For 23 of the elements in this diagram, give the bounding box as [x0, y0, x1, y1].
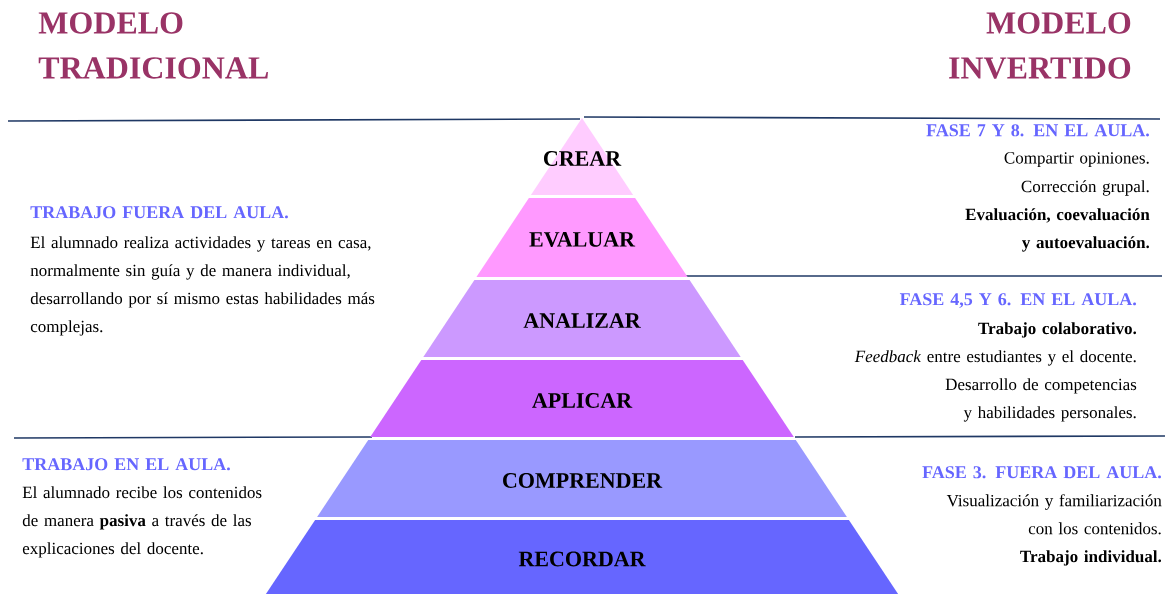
body-text: Feedback entre estudiantes y el docente.	[854, 350, 1136, 366]
body-text: Visualización y familiarización con los contenidos.	[946, 494, 1162, 535]
section-heading: TRABAJO FUERA DEL AULA.	[30, 206, 288, 219]
title-text: MODELO INVERTIDO	[949, 12, 1131, 79]
section-heading: TRABAJO EN EL AULA.	[22, 458, 230, 471]
body-text: Compartir opiniones.	[1004, 152, 1149, 168]
pyramid-level: RECORDAR	[265, 520, 899, 594]
body-text: Desarrollo de competencias y habilidades personales.	[945, 378, 1137, 422]
body-text: Corrección grupal.	[1021, 180, 1149, 196]
title-text: MODELO TRADICIONAL	[38, 12, 268, 79]
pyramid-level: CREAR	[530, 118, 634, 195]
section-heading: FASE 4,5 Y 6. EN EL AULA.	[899, 293, 1136, 308]
body-text: El alumnado realiza actividades y tareas en casa, normalmente sin guía y de manera individual, desarrollando por sí mismo estas habilidades más complejas.	[30, 236, 375, 336]
pyramid-level: APLICAR	[370, 360, 794, 437]
pyramid-level: COMPRENDER	[317, 440, 847, 517]
section-heading: FASE 3. FUERA DEL AULA.	[922, 466, 1161, 479]
body-text: Evaluación, coevaluación y autoevaluación.	[965, 208, 1150, 252]
body-text: El alumnado recibe los contenidos de manera pasiva a través de las explicaciones del docente.	[22, 486, 262, 558]
pyramid-level: EVALUAR	[476, 198, 688, 277]
section-heading: FASE 7 Y 8. EN EL AULA.	[926, 124, 1149, 137]
body-text: Trabajo colaborativo.	[978, 322, 1137, 338]
pyramid-level: ANALIZAR	[423, 280, 741, 357]
body-text: Trabajo individual.	[1020, 550, 1162, 566]
